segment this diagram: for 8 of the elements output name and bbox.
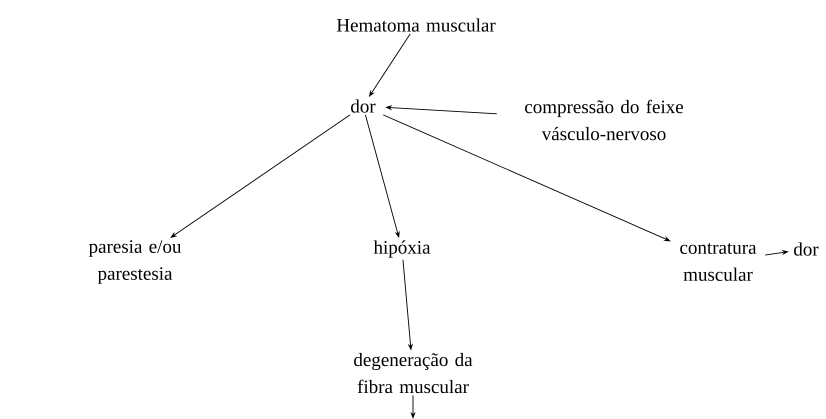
text-label: paresia e/ou parestesia bbox=[88, 240, 182, 284]
text-label: compressão do feixe vásculo-nervoso bbox=[525, 100, 684, 140]
text-label: Hematoma muscular bbox=[336, 18, 496, 32]
text-label: degeneração da fibra muscular bbox=[354, 352, 472, 394]
text-label: contratura muscular bbox=[680, 243, 756, 281]
text-label: hipóxia bbox=[374, 240, 430, 258]
text-label: dor bbox=[351, 99, 376, 113]
text-label: dor bbox=[794, 242, 818, 256]
